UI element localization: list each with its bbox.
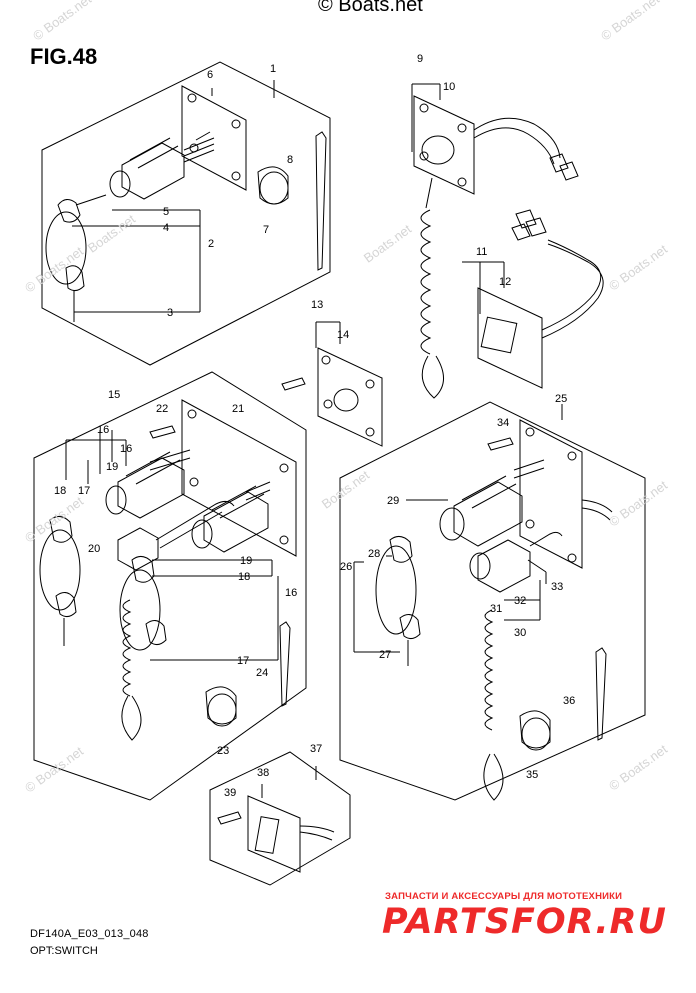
screw-39 bbox=[217, 811, 242, 825]
group-25-outline bbox=[339, 401, 646, 801]
screw-34 bbox=[487, 437, 514, 451]
figure-title: FIG.48 bbox=[30, 44, 98, 69]
cap-7 bbox=[257, 166, 289, 205]
plate-12 bbox=[477, 287, 543, 389]
svg-text:2: 2 bbox=[208, 238, 214, 250]
svg-text:19: 19 bbox=[106, 461, 118, 473]
plate-33 bbox=[519, 419, 583, 569]
svg-text:20: 20 bbox=[88, 543, 100, 555]
screw-22 bbox=[149, 425, 176, 439]
svg-text:21: 21 bbox=[232, 403, 244, 415]
svg-text:33: 33 bbox=[551, 581, 563, 593]
key-4 bbox=[57, 194, 107, 223]
plate-6 bbox=[181, 85, 247, 191]
tie-8 bbox=[315, 131, 327, 271]
svg-text:18: 18 bbox=[238, 571, 250, 583]
key-27 bbox=[399, 614, 421, 666]
group-1-outline bbox=[41, 61, 331, 366]
callout-numbers: 1 6 8 5 4 2 3 7 9 10 11 12 13 14 15 16 1… bbox=[54, 53, 575, 799]
svg-text:35: 35 bbox=[526, 769, 538, 781]
svg-text:6: 6 bbox=[207, 69, 213, 81]
svg-text:10: 10 bbox=[443, 81, 455, 93]
svg-text:27: 27 bbox=[379, 649, 391, 661]
svg-text:39: 39 bbox=[224, 787, 236, 799]
cap-23 bbox=[205, 686, 237, 725]
cap-35 bbox=[519, 710, 551, 749]
switch-29 bbox=[453, 475, 523, 547]
plate-21 bbox=[181, 399, 297, 557]
svg-text:3: 3 bbox=[167, 307, 173, 319]
top-watermark: © Boats.net bbox=[318, 0, 423, 16]
svg-text:9: 9 bbox=[417, 53, 423, 65]
svg-text:28: 28 bbox=[368, 548, 380, 560]
plate-38 bbox=[247, 795, 301, 873]
svg-text:26: 26 bbox=[340, 561, 352, 573]
svg-text:36: 36 bbox=[563, 695, 575, 707]
svg-text:7: 7 bbox=[263, 224, 269, 236]
svg-text:19: 19 bbox=[240, 555, 252, 567]
svg-text:11: 11 bbox=[476, 246, 487, 258]
diagram-code: DF140A_E03_013_048 bbox=[30, 928, 149, 940]
tie-24 bbox=[279, 621, 291, 707]
svg-text:17: 17 bbox=[78, 485, 90, 497]
svg-text:29: 29 bbox=[387, 495, 399, 507]
svg-text:31: 31 bbox=[490, 603, 502, 615]
screw bbox=[281, 377, 306, 391]
key-18 bbox=[49, 516, 73, 543]
svg-text:16: 16 bbox=[285, 587, 297, 599]
key-17 bbox=[55, 592, 77, 646]
ignition-switch-5 bbox=[121, 137, 185, 200]
svg-text:16: 16 bbox=[97, 424, 109, 436]
svg-text:15: 15 bbox=[108, 389, 120, 401]
plate-10 bbox=[413, 95, 475, 195]
diagram-name: OPT:SWITCH bbox=[30, 945, 98, 957]
key-28 bbox=[389, 536, 413, 563]
svg-text:30: 30 bbox=[514, 627, 526, 639]
switch-20 bbox=[117, 527, 159, 571]
svg-text:24: 24 bbox=[256, 667, 268, 679]
key-3 bbox=[65, 265, 85, 322]
lanyard-coil bbox=[420, 209, 432, 355]
svg-text:38: 38 bbox=[257, 767, 269, 779]
brand-logo: PARTSFOR.RU bbox=[382, 902, 667, 942]
group-37-outline bbox=[209, 751, 351, 886]
svg-text:34: 34 bbox=[497, 417, 509, 429]
tie-36 bbox=[595, 647, 607, 741]
svg-text:25: 25 bbox=[555, 393, 567, 405]
svg-text:37: 37 bbox=[310, 743, 322, 755]
svg-text:4: 4 bbox=[163, 222, 169, 234]
lanyard-coil-15 bbox=[122, 599, 132, 697]
svg-text:17: 17 bbox=[237, 655, 249, 667]
svg-text:13: 13 bbox=[311, 299, 323, 311]
svg-text:14: 14 bbox=[337, 329, 349, 341]
svg-text:32: 32 bbox=[514, 595, 526, 607]
brand-tagline: ЗАПЧАСТИ И АКСЕССУАРЫ ДЛЯ МОТОТЕХНИКИ bbox=[385, 891, 623, 902]
svg-text:8: 8 bbox=[287, 154, 293, 166]
svg-text:12: 12 bbox=[499, 276, 511, 288]
group-15-outline bbox=[33, 371, 307, 801]
svg-text:5: 5 bbox=[163, 206, 169, 218]
plate-14 bbox=[317, 347, 383, 447]
switch-31 bbox=[477, 539, 531, 593]
lanyard-coil-25 bbox=[484, 609, 494, 731]
switch-19-lower bbox=[203, 485, 269, 553]
svg-text:16: 16 bbox=[120, 443, 132, 455]
svg-text:1: 1 bbox=[270, 63, 276, 75]
svg-text:22: 22 bbox=[156, 403, 168, 415]
svg-text:23: 23 bbox=[217, 745, 229, 757]
svg-text:18: 18 bbox=[54, 485, 66, 497]
